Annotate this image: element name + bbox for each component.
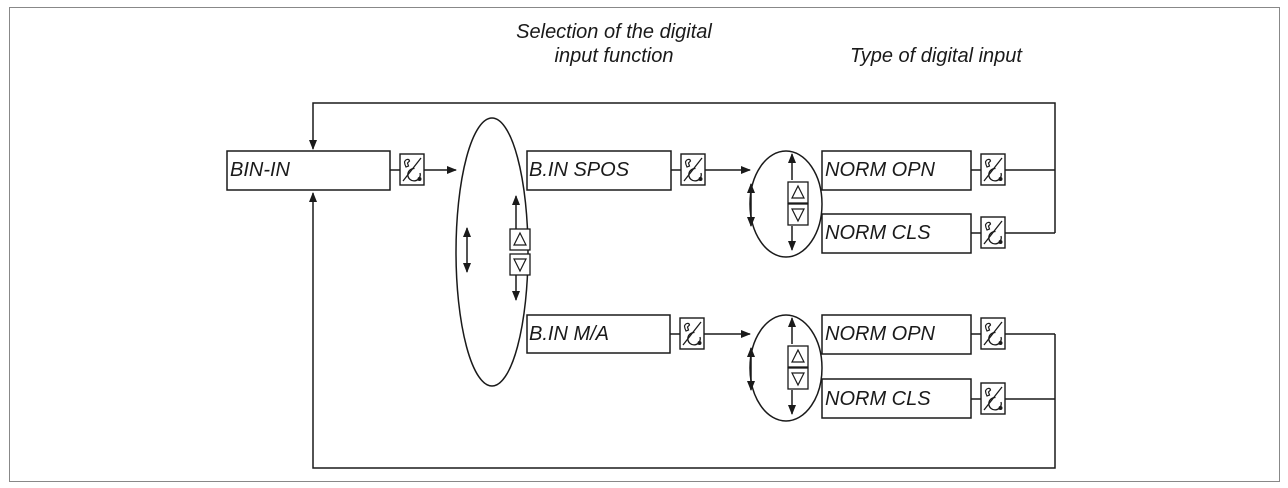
header-type-line: Type of digital input bbox=[850, 45, 1022, 67]
menu-item-ma-norm-cls: NORM CLS bbox=[825, 388, 931, 410]
menu-item-spos-norm-opn: NORM OPN bbox=[825, 159, 935, 181]
menu-item-bin-ma: B.IN M/A bbox=[529, 323, 610, 345]
down-arrow-key-icon bbox=[787, 367, 809, 390]
header-selection-line1: Selection of the digital bbox=[516, 21, 712, 43]
menu-item-bin-spos: B.IN SPOS bbox=[529, 159, 630, 181]
menu-item-spos-norm-cls: NORM CLS bbox=[825, 222, 931, 244]
enter-rotate-key-icon bbox=[399, 153, 425, 186]
loop-ma-type bbox=[749, 314, 823, 422]
up-arrow-key-icon bbox=[787, 345, 809, 368]
header-selection-line2: input function bbox=[554, 45, 674, 67]
enter-rotate-key-icon bbox=[680, 153, 706, 186]
enter-rotate-key-icon bbox=[980, 382, 1006, 415]
loop-spos-type bbox=[749, 150, 823, 258]
loop-function-selection bbox=[455, 117, 529, 387]
down-arrow-key-icon bbox=[787, 203, 809, 226]
enter-rotate-key-icon bbox=[980, 216, 1006, 249]
down-arrow-key-icon bbox=[509, 253, 531, 276]
up-arrow-key-icon bbox=[509, 228, 531, 251]
header-selection: Selection of the digital input function bbox=[464, 20, 764, 68]
enter-rotate-key-icon bbox=[980, 153, 1006, 186]
enter-rotate-key-icon bbox=[980, 317, 1006, 350]
header-type: Type of digital input bbox=[796, 44, 1076, 68]
enter-rotate-key-icon bbox=[679, 317, 705, 350]
up-arrow-key-icon bbox=[787, 181, 809, 204]
menu-item-bin-in: BIN-IN bbox=[230, 159, 290, 181]
menu-item-ma-norm-opn: NORM OPN bbox=[825, 323, 935, 345]
